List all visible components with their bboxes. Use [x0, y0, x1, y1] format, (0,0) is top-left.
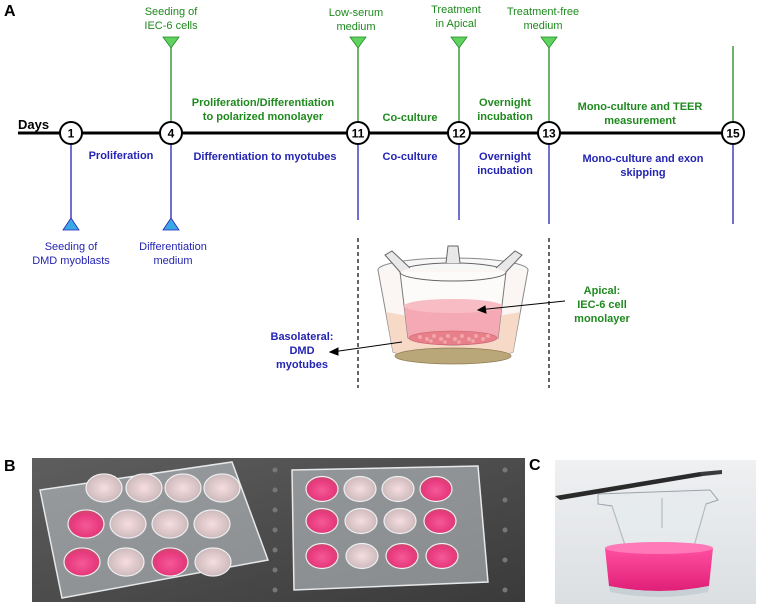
apical-label: Apical: IEC-6 cell monolayer — [574, 285, 630, 325]
day-label: 1 — [68, 127, 75, 141]
green-phase-labels: Proliferation/Differentiation to polariz… — [192, 97, 703, 127]
empty-well — [125, 473, 163, 503]
pink-well — [151, 547, 189, 577]
day-label: 15 — [726, 127, 740, 141]
bottom-marker-label: Seeding of — [45, 241, 99, 253]
bottom-marker-labels: Seeding of DMD myoblasts Differentiation… — [32, 241, 207, 267]
top-marker-label: medium — [336, 21, 375, 33]
top-triangle-markers — [162, 36, 558, 49]
annotation-arrows — [328, 300, 566, 356]
svg-text:DMD: DMD — [289, 345, 314, 357]
top-marker-label: Seeding of — [145, 6, 199, 18]
transwell-diagram — [377, 245, 529, 365]
bottom-triangle-markers — [62, 217, 180, 231]
day-label: 12 — [452, 127, 466, 141]
empty-well — [203, 473, 241, 503]
top-marker-label: IEC-6 cells — [144, 20, 198, 32]
day-label: 13 — [542, 127, 556, 141]
green-phase-label: Mono-culture and TEER — [578, 101, 703, 113]
top-marker-label: medium — [523, 20, 562, 32]
empty-well — [109, 509, 147, 539]
day-label: 11 — [352, 127, 365, 141]
day-label: 4 — [168, 127, 175, 141]
co-culture-bracket — [357, 238, 550, 388]
pink-well — [305, 542, 339, 570]
panel-label-c: C — [529, 457, 541, 474]
top-marker-label: Treatment-free — [507, 6, 579, 18]
empty-well — [383, 507, 417, 535]
pink-well — [305, 507, 339, 535]
pink-well — [419, 475, 453, 503]
svg-text:IEC-6 cell: IEC-6 cell — [577, 299, 627, 311]
blue-phase-label: Overnight — [479, 151, 531, 163]
empty-well — [345, 542, 379, 570]
empty-well — [193, 509, 231, 539]
pink-well — [63, 547, 101, 577]
blue-phase-label: Differentiation to myotubes — [193, 151, 336, 163]
basolateral-label: Basolateral: DMD myotubes — [271, 331, 334, 371]
pink-well — [425, 542, 459, 570]
empty-well — [343, 475, 377, 503]
top-marker-lines — [170, 46, 734, 121]
top-marker-labels: Seeding of IEC-6 cells Low-serum medium … — [144, 4, 579, 33]
blue-phase-labels: Proliferation Differentiation to myotube… — [89, 150, 704, 179]
green-phase-label: incubation — [477, 111, 533, 123]
svg-text:Apical:: Apical: — [584, 285, 621, 297]
blue-phase-label: Co-culture — [383, 151, 438, 163]
empty-well — [107, 547, 145, 577]
panel-label-a: A — [4, 3, 16, 20]
right-plate-wells — [305, 475, 459, 570]
empty-well — [194, 547, 232, 577]
empty-well — [151, 509, 189, 539]
svg-text:Basolateral:: Basolateral: — [271, 331, 334, 343]
empty-well — [164, 473, 202, 503]
bottom-marker-label: DMD myoblasts — [32, 255, 110, 267]
top-marker-label: in Apical — [436, 18, 477, 30]
green-phase-label: to polarized monolayer — [203, 111, 324, 123]
empty-well — [85, 473, 123, 503]
photo-transwell-insert — [555, 460, 756, 604]
pink-well — [385, 542, 419, 570]
green-phase-label: Co-culture — [383, 112, 438, 124]
top-marker-label: Low-serum — [329, 7, 383, 19]
blue-phase-label: incubation — [477, 165, 533, 177]
panel-label-b: B — [4, 458, 16, 475]
green-phase-label: Proliferation/Differentiation — [192, 97, 335, 109]
pink-well — [423, 507, 457, 535]
bottom-marker-label: Differentiation — [139, 241, 207, 253]
left-plate-wells — [63, 473, 241, 577]
days-axis-label: Days — [18, 117, 49, 132]
empty-well — [344, 507, 378, 535]
green-phase-label: measurement — [604, 115, 676, 127]
pink-well — [67, 509, 105, 539]
svg-text:monolayer: monolayer — [574, 313, 630, 325]
blue-phase-label: Proliferation — [89, 150, 154, 162]
bottom-marker-lines — [70, 145, 734, 224]
blue-phase-label: Mono-culture and exon — [583, 153, 704, 165]
day-markers: 1 4 11 12 13 15 — [59, 121, 745, 145]
empty-well — [381, 475, 415, 503]
green-phase-label: Overnight — [479, 97, 531, 109]
top-marker-label: Treatment — [431, 4, 481, 16]
bottom-marker-label: medium — [153, 255, 192, 267]
blue-phase-label: skipping — [620, 167, 665, 179]
pink-well — [305, 475, 339, 503]
svg-text:myotubes: myotubes — [276, 359, 328, 371]
